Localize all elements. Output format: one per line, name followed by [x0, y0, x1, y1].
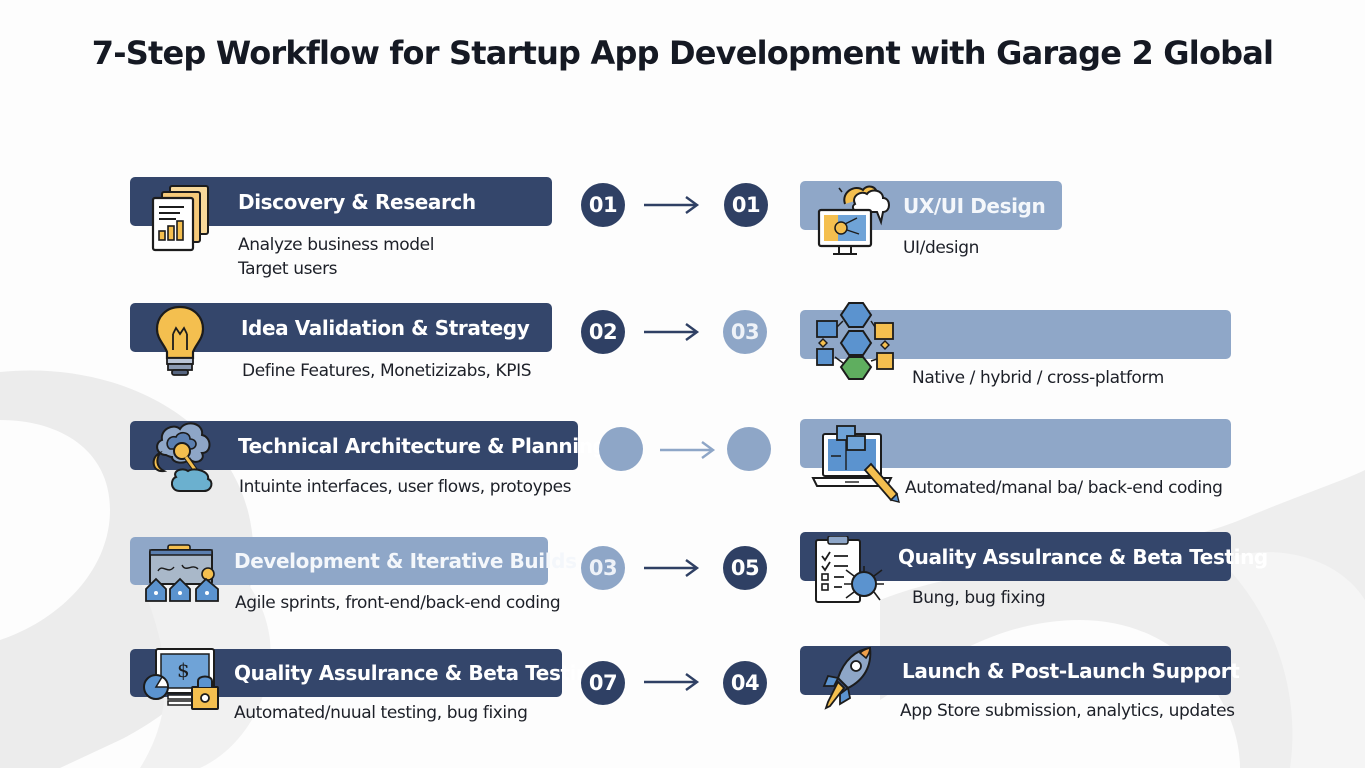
svg-text:$: $: [177, 658, 190, 682]
desc-line: Automated/nuual testing, bug fixing: [234, 703, 528, 723]
team-board-icon: [145, 544, 219, 602]
cloud-network-icon: [152, 422, 213, 492]
step-description: Bung, bug fixing: [912, 586, 1046, 610]
step-number-badge: 05: [723, 546, 767, 590]
step-title: Launch & Post-Launch Support: [902, 658, 1240, 683]
step-title-bar: Launch & Post-Launch Support: [800, 646, 1240, 695]
step-title: Idea Validation & Strategy: [241, 315, 530, 340]
desc-line: Analyze business model: [238, 235, 435, 255]
step-title: UX/UI Design: [903, 193, 1046, 218]
step-description: Define Features, Monetizizabs, KPIS: [242, 359, 532, 383]
arrow-right-icon: [660, 441, 716, 459]
step-number-badge: 04: [723, 661, 767, 705]
step-number-badge: 01: [724, 183, 768, 227]
step-number-badge: 03: [723, 310, 767, 354]
desc-line: Intuinte interfaces, user flows, protoyp…: [239, 477, 572, 497]
step-title: Technical Architecture & Planning: [238, 433, 607, 458]
step-number-badge: 07: [581, 661, 625, 705]
arrow-right-icon: [644, 559, 700, 577]
desc-line: Agile sprints, front-end/back-end coding: [235, 593, 561, 613]
step-number-badge-empty: [599, 427, 643, 471]
laptop-pencil-icon: [811, 425, 900, 503]
flowchart-icon: [816, 302, 894, 380]
desc-line: Define Features, Monetizizabs, KPIS: [242, 361, 532, 381]
step-title: Discovery & Research: [238, 189, 476, 214]
arrow-right-icon: [644, 323, 700, 341]
desc-line: App Store submission, analytics, updates: [900, 701, 1235, 721]
desc-line: Native / hybrid / cross-platform: [912, 368, 1164, 388]
step-title-bar: Technical Architecture & Planning: [130, 421, 607, 470]
step-description: App Store submission, analytics, updates: [900, 699, 1235, 723]
step-number-badge-empty: [727, 427, 771, 471]
step-title: Development & Iterative Builds: [234, 549, 577, 573]
arrow-right-icon: [644, 673, 700, 691]
monitor-design-icon: [817, 185, 890, 255]
step-title: Quality Assulrance & Beta Testing: [234, 661, 604, 685]
step-number-badge: 02: [581, 310, 625, 354]
step-description: Agile sprints, front-end/back-end coding: [235, 591, 561, 615]
step-description: Native / hybrid / cross-platform: [912, 366, 1164, 390]
desc-line: UI/design: [903, 238, 979, 258]
document-chart-icon: [151, 185, 209, 252]
step-title: Quality Assulrance & Beta Testing: [898, 544, 1268, 569]
step-title-bar: [800, 310, 1231, 359]
step-title-bar: Quality Assulrance & Beta Testing: [800, 532, 1268, 581]
desc-line: Target users: [238, 259, 338, 279]
rocket-icon: [822, 646, 872, 710]
step-title-bar: UX/UI Design: [800, 181, 1062, 230]
monitor-lock-icon: $: [143, 648, 219, 710]
step-number-badge: 01: [581, 183, 625, 227]
step-description: Automated/manal ba/ back-end coding: [905, 476, 1223, 500]
arrow-right-icon: [644, 196, 700, 214]
step-description: UI/design: [903, 236, 979, 260]
step-description: Automated/nuual testing, bug fixing: [234, 701, 528, 725]
lightbulb-icon: [155, 305, 205, 376]
desc-line: Bung, bug fixing: [912, 588, 1046, 608]
step-description: Analyze business model Target users: [238, 233, 434, 281]
checklist-bug-icon: [815, 536, 884, 603]
step-description: Intuinte interfaces, user flows, protoyp…: [239, 475, 572, 499]
page-title: 7-Step Workflow for Startup App Developm…: [91, 34, 1274, 72]
step-number-badge: 03: [581, 546, 625, 590]
desc-line: Automated/manal ba/ back-end coding: [905, 478, 1223, 498]
step-title-bar: Idea Validation & Strategy: [130, 303, 552, 352]
